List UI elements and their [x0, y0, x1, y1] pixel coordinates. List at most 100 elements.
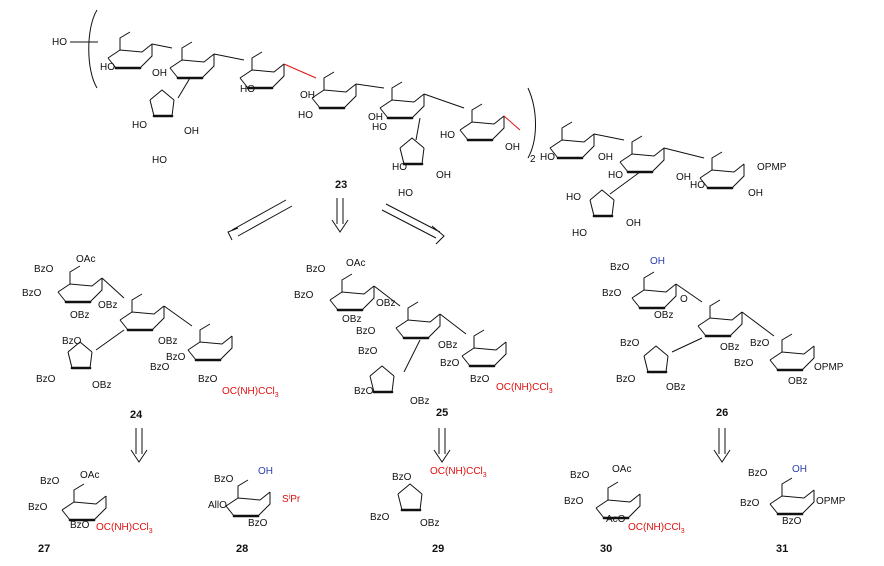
repeat-bracket-right: [527, 87, 536, 159]
obz-label: OBz: [342, 314, 361, 325]
bzo-label: BzO: [602, 288, 622, 299]
bzo-label: BzO: [214, 474, 234, 485]
bzo-label: BzO: [294, 290, 314, 301]
bzo-label: BzO: [306, 264, 326, 275]
oac-label: OAc: [612, 464, 631, 475]
bzo-label: BzO: [70, 520, 90, 531]
oh-label: OH: [598, 152, 613, 163]
bzo-label: BzO: [62, 336, 82, 347]
ho-label: HO: [608, 170, 623, 181]
retro-arrow-26: [713, 428, 731, 463]
obz-label: OBz: [788, 376, 807, 387]
bzo-label: BzO: [354, 386, 374, 397]
compound-28-structure: BzO OH AllO BzO SiPr 28: [208, 466, 301, 555]
obz-label: OBz: [420, 518, 439, 529]
compound-28-number: 28: [236, 543, 248, 555]
compound-31-number: 31: [776, 543, 788, 555]
compound-23-structure: HO HO OH HO OH HO OH HO HO OH HO HO OH H…: [52, 9, 787, 239]
bzo-label: BzO: [392, 472, 412, 483]
imidate-label: OC(NH)CCl3: [430, 466, 487, 479]
bzo-label: BzO: [248, 518, 268, 529]
imidate-label: OC(NH)CCl3: [222, 386, 279, 399]
retro-arrow-to-26: [381, 203, 445, 245]
bzo-label: BzO: [198, 374, 218, 385]
retro-arrows-23: [227, 198, 445, 245]
retro-arrow-25: [433, 428, 451, 463]
obz-label: OBz: [92, 380, 111, 391]
compound-30-structure: BzO OAc BzO AcO OC(NH)CCl3 30: [564, 464, 685, 555]
ho-label: HO: [398, 188, 413, 199]
ho-label: HO: [392, 162, 407, 173]
oac-label: OAc: [346, 258, 365, 269]
bzo-label: BzO: [734, 358, 754, 369]
bzo-label: BzO: [748, 468, 768, 479]
imidate-label: OC(NH)CCl3: [628, 522, 685, 535]
bzo-label: BzO: [440, 358, 460, 369]
bzo-label: BzO: [36, 374, 56, 385]
bzo-label: BzO: [370, 512, 390, 523]
oh-label: OH: [505, 142, 520, 153]
obz-label: OBz: [158, 336, 177, 347]
ho-label: HO: [240, 84, 255, 95]
oh-label: OH: [436, 170, 451, 181]
oh-label: OH: [258, 466, 273, 477]
imidate-label: OC(NH)CCl3: [96, 522, 153, 535]
bzo-label: BzO: [166, 352, 186, 363]
ho-label: HO: [690, 180, 705, 191]
obz-label: OBz: [70, 310, 89, 321]
bzo-label: BzO: [570, 470, 590, 481]
bzo-label: BzO: [28, 502, 48, 513]
o-label: O: [680, 294, 688, 305]
ho-label: HO: [298, 110, 313, 121]
repeat-bracket-left: [88, 9, 98, 89]
compound-26-number: 26: [716, 407, 728, 419]
compound-25-structure: BzO OAc BzO OBz OBz BzO OBz BzO BzO BzO …: [294, 258, 553, 419]
bzo-label: BzO: [740, 498, 760, 509]
obz-label: OBz: [666, 382, 685, 393]
retro-arrow-to-24: [227, 199, 293, 241]
compound-31-structure: BzO OH BzO BzO OPMP 31: [740, 464, 846, 555]
ho-label: HO: [566, 192, 581, 203]
compound-27-number: 27: [38, 543, 50, 555]
compound-29-structure: BzO OC(NH)CCl3 BzO OBz 29: [370, 466, 487, 555]
compound-24-structure: BzO OAc BzO OBz OBz OBz BzO BzO BzO BzO …: [22, 254, 279, 421]
opmp-label: OPMP: [757, 162, 787, 173]
ho-label: HO: [52, 37, 67, 48]
ho-label: HO: [572, 228, 587, 239]
sipr-label: SiPr: [282, 494, 301, 505]
oac-label: OAc: [76, 254, 95, 265]
bzo-label: BzO: [358, 346, 378, 357]
ho-label: HO: [440, 130, 455, 141]
oh-label: OH: [650, 256, 665, 267]
obz-label: OBz: [720, 342, 739, 353]
ho-label: HO: [372, 122, 387, 133]
oh-label: OH: [152, 68, 167, 79]
bzo-label: BzO: [22, 288, 42, 299]
bzo-label: BzO: [356, 326, 376, 337]
obz-label: OBz: [410, 396, 429, 407]
compound-27-structure: BzO OAc BzO BzO OC(NH)CCl3 27: [28, 470, 153, 555]
bzo-label: BzO: [150, 362, 170, 373]
bzo-label: BzO: [564, 496, 584, 507]
bzo-label: BzO: [750, 338, 770, 349]
bzo-label: BzO: [470, 374, 490, 385]
bzo-label: BzO: [34, 264, 54, 275]
imidate-label: OC(NH)CCl3: [496, 382, 553, 395]
opmp-label: OPMP: [814, 362, 844, 373]
oh-label: OH: [676, 172, 691, 183]
compound-29-number: 29: [432, 543, 444, 555]
bzo-label: BzO: [782, 516, 802, 527]
bzo-label: BzO: [610, 262, 630, 273]
compound-26-structure: BzO OH BzO O OBz OBz BzO BzO OBz OPMP Bz…: [602, 256, 844, 419]
ho-label: HO: [152, 155, 167, 166]
obz-label: OBz: [98, 300, 117, 311]
obz-label: OBz: [438, 340, 457, 351]
oac-label: OAc: [80, 470, 99, 481]
oh-label: OH: [626, 218, 641, 229]
oh-label: OH: [748, 188, 763, 199]
retro-arrow-to-25: [331, 198, 349, 233]
retro-arrows-lower: [130, 428, 731, 463]
aco-label: AcO: [606, 514, 626, 525]
compound-24-number: 24: [130, 409, 143, 421]
